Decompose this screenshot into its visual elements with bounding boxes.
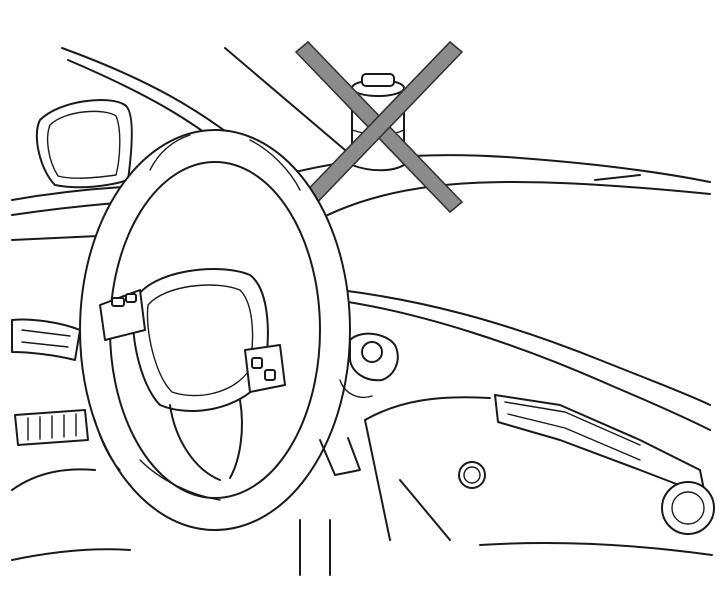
left-air-vent [11,318,81,361]
left-switch-panel [14,409,89,446]
cross-out-icon [294,40,464,214]
steering-column [299,437,361,576]
right-vent-ring [661,481,715,535]
center-console [364,394,706,541]
dashboard-top [249,154,711,431]
light-switch-knob [339,332,399,398]
lower-dashboard-left [11,468,131,561]
steering-hub [99,268,286,481]
floor-line [479,542,713,556]
side-mirror [35,99,133,189]
